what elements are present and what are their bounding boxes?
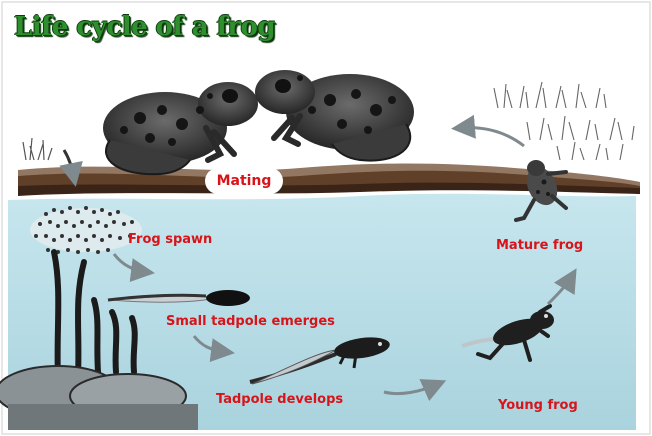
grass-left [22, 137, 53, 161]
arrow-young-to-mature [546, 268, 577, 306]
label-frog-spawn: Frog spawn [128, 232, 213, 247]
small-tadpole-illustration [107, 290, 250, 306]
label-young-frog: Young frog [498, 398, 578, 413]
cycle-arrows [59, 114, 577, 402]
arrow-tadpole-to-develops [192, 335, 235, 363]
young-frog-illustration [461, 304, 554, 362]
arrow-spawn-to-tadpole [112, 253, 155, 283]
arrow-to-spawn [59, 149, 83, 187]
label-small-tadpole-emerges: Small tadpole emerges [166, 314, 335, 329]
pond-rocks [0, 365, 198, 430]
arrow-mature-to-mating [451, 114, 525, 148]
pond-reeds [51, 249, 138, 383]
frog-left-illustration [103, 82, 258, 176]
mature-frog-illustration [514, 160, 568, 222]
page-title: Life cycle of a frog [14, 12, 276, 42]
grass-right [493, 81, 635, 161]
label-mature-frog: Mature frog [496, 238, 584, 253]
frog-spawn-illustration [30, 206, 142, 254]
tadpole-develops-illustration [249, 337, 390, 385]
label-mating: Mating [216, 173, 272, 189]
frog-right-illustration [255, 70, 414, 162]
pond-water [8, 193, 636, 430]
arrow-develops-to-young [383, 379, 447, 402]
mating-label-badge: Mating [205, 168, 283, 194]
label-tadpole-develops: Tadpole develops [216, 392, 344, 407]
